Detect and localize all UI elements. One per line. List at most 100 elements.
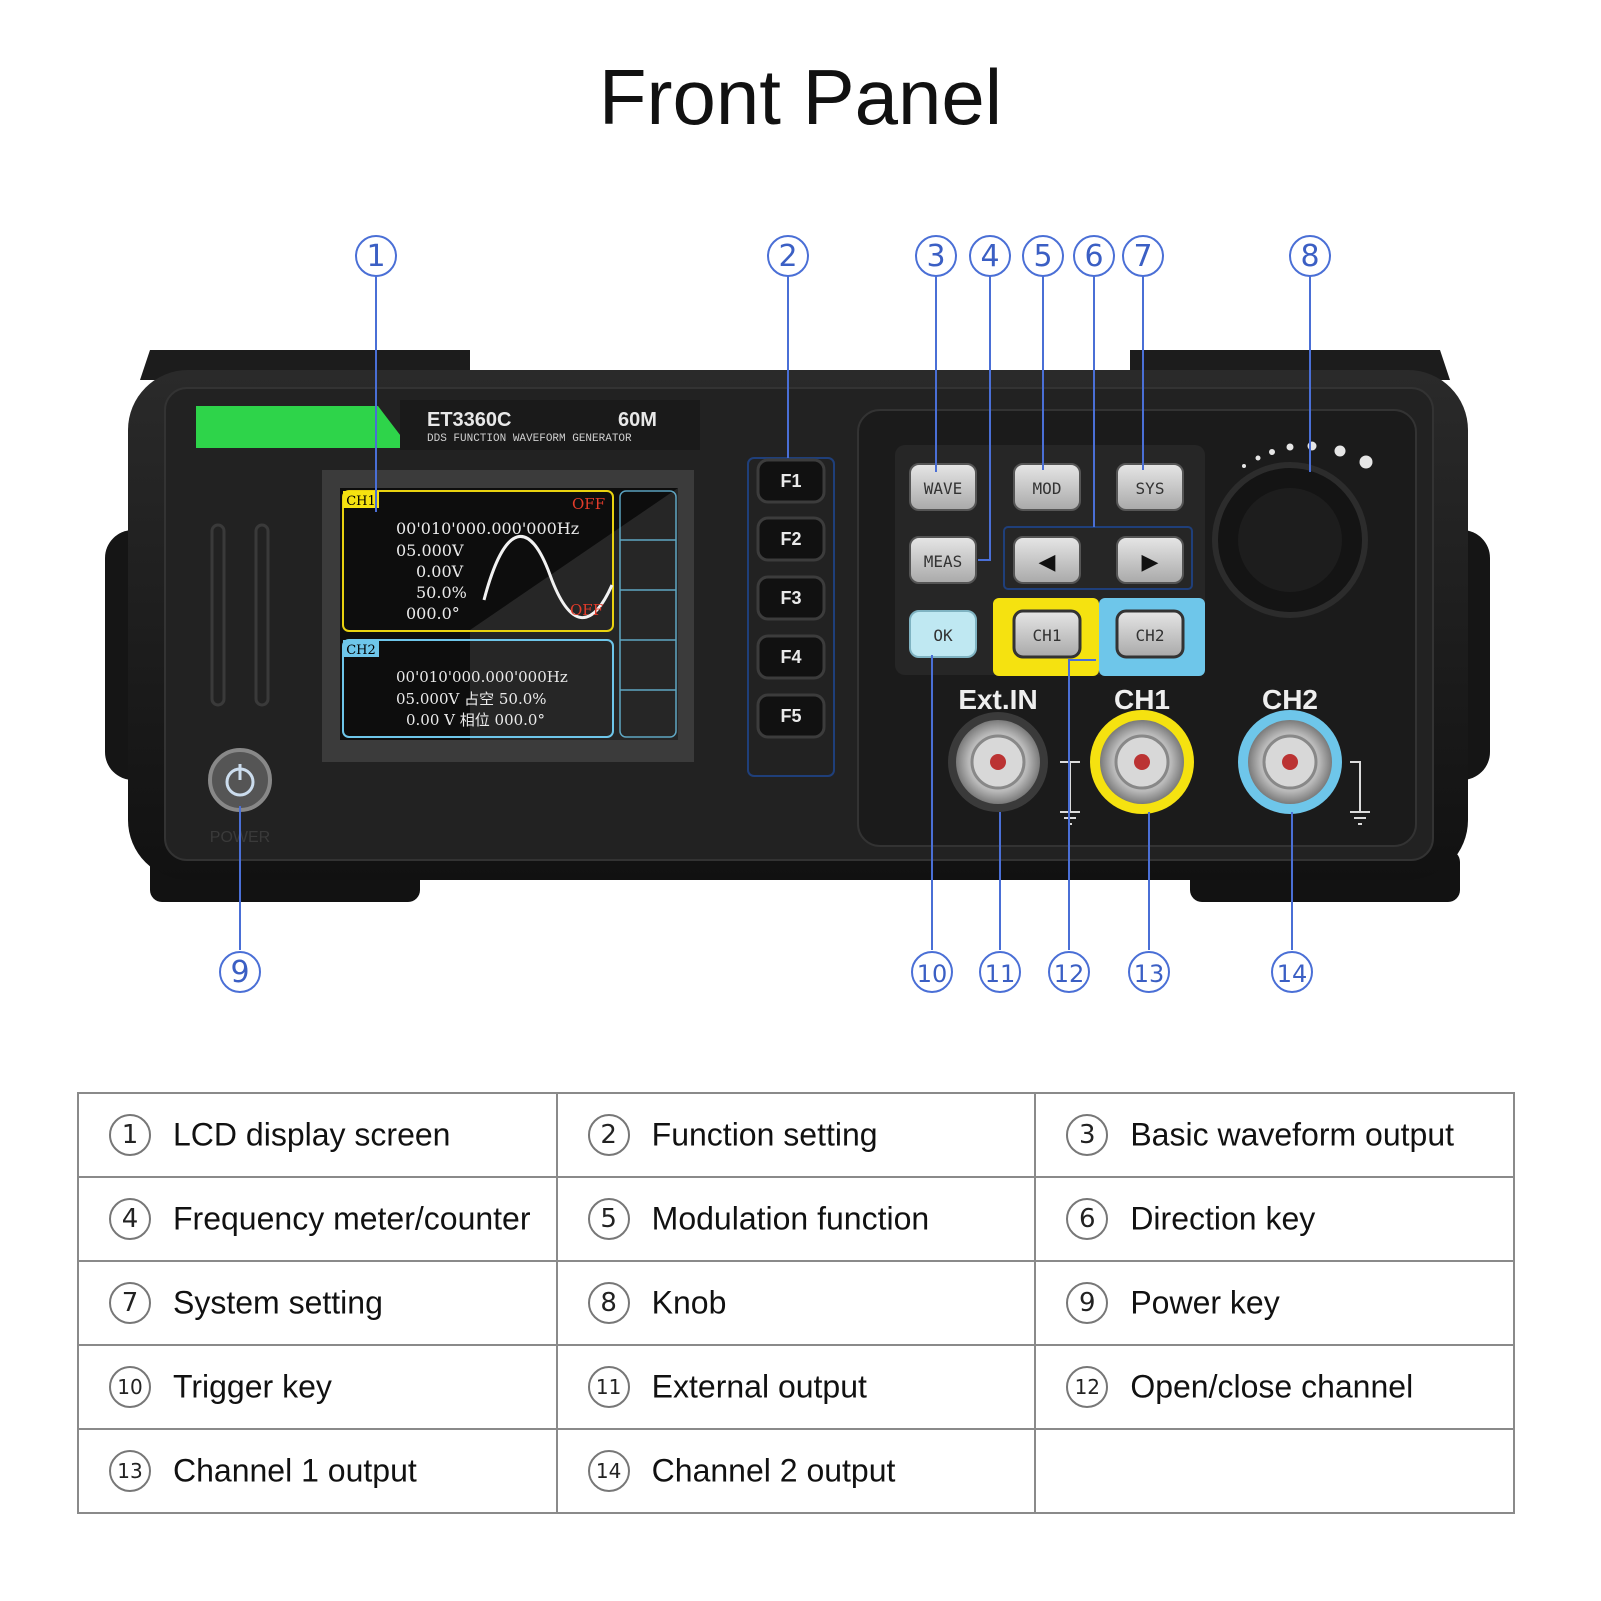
fkey-1[interactable] xyxy=(756,458,826,504)
legend-text: Open/close channel xyxy=(1130,1368,1414,1405)
callout-number: 8 xyxy=(1300,239,1319,274)
ch2-output-label: CH2 xyxy=(1262,684,1318,715)
lcd-ch1-freq: 00'010'000.000'000Hz xyxy=(396,519,579,538)
callout-leaders xyxy=(239,276,1311,950)
callout-number: 11 xyxy=(985,960,1016,988)
legend-cell xyxy=(1034,1428,1515,1514)
sys-key[interactable] xyxy=(1116,463,1184,511)
callout-circle xyxy=(969,235,1011,277)
wave-key[interactable] xyxy=(909,463,977,511)
callout-number: 2 xyxy=(778,239,797,274)
legend-number: 10 xyxy=(109,1366,151,1408)
fkey-label: F3 xyxy=(780,588,801,608)
callout-circle xyxy=(1073,235,1115,277)
fkey-2[interactable] xyxy=(756,516,826,562)
lcd-sine-wave xyxy=(482,534,614,619)
callout-circle xyxy=(911,951,953,993)
ch1-key[interactable] xyxy=(1012,609,1082,659)
fkey-4[interactable] xyxy=(756,634,826,680)
legend-number: 12 xyxy=(1066,1366,1109,1408)
wave-key-label: WAVE xyxy=(924,479,963,498)
lcd-ch1-amp: 05.000V xyxy=(396,541,464,560)
legend-text: Function setting xyxy=(651,1116,878,1153)
fkey-label: F1 xyxy=(780,471,801,491)
ch1-key-label: CH1 xyxy=(1033,626,1062,645)
mod-key[interactable] xyxy=(1013,463,1081,511)
callout-number: 14 xyxy=(1277,960,1308,988)
left-arrow-key[interactable] xyxy=(1013,536,1081,584)
lcd-ch1-tag-bg xyxy=(343,491,379,508)
callout-number: 4 xyxy=(980,239,999,274)
fkey-5[interactable] xyxy=(756,693,826,739)
legend-number: 8 xyxy=(587,1282,630,1324)
legend-number: 9 xyxy=(1066,1282,1109,1324)
legend-number: 5 xyxy=(587,1198,630,1240)
callout-circle xyxy=(1289,235,1331,277)
callout-number: 9 xyxy=(230,955,249,990)
ok-key[interactable] xyxy=(909,610,977,658)
ext-in-connector[interactable] xyxy=(948,712,1048,812)
vent-slot xyxy=(210,523,226,707)
meas-key-label: MEAS xyxy=(924,552,963,571)
fkey-3[interactable] xyxy=(756,575,826,621)
lcd-ch1-state-2: OFF xyxy=(570,601,603,619)
legend-cell: 12 Open/close channel xyxy=(1034,1344,1515,1430)
direction-key-frame xyxy=(1003,526,1193,590)
legend-cell: 6 Direction key xyxy=(1034,1176,1515,1262)
callout-number: 5 xyxy=(1033,239,1052,274)
ch2-output-connector[interactable] xyxy=(1238,710,1342,814)
legend-number: 4 xyxy=(109,1198,151,1240)
right-arrow-icon: ▶ xyxy=(1142,550,1159,575)
lcd-ch2-row1: 05.000V 占空 50.0% xyxy=(396,690,547,708)
legend-text: Channel 2 output xyxy=(651,1452,896,1489)
mod-key-label: MOD xyxy=(1033,479,1062,498)
left-arrow-icon: ◀ xyxy=(1039,550,1056,575)
ch2-key[interactable] xyxy=(1115,609,1185,659)
lcd-ch2-frame xyxy=(342,639,614,738)
fkey-group-frame xyxy=(747,457,835,777)
callout-number: 6 xyxy=(1084,239,1103,274)
legend-number: 2 xyxy=(587,1114,630,1156)
lcd-ch1-phase: 000.0° xyxy=(406,604,460,623)
callout-circle xyxy=(1122,235,1164,277)
lcd-ch1-state: OFF xyxy=(572,495,605,513)
bandwidth-label: 60M xyxy=(618,409,657,431)
right-arrow-key[interactable] xyxy=(1116,536,1184,584)
ch1-output-label: CH1 xyxy=(1114,684,1170,715)
lcd-ch1-frame xyxy=(342,490,614,632)
lcd-ch1-duty: 50.0% xyxy=(416,583,467,602)
page-title: Front Panel xyxy=(598,53,1003,141)
brand-green-strip xyxy=(196,406,410,448)
legend-text: Direction key xyxy=(1130,1200,1316,1237)
ch1-output-connector[interactable] xyxy=(1090,710,1194,814)
meas-key[interactable] xyxy=(909,536,977,584)
ok-key-label: OK xyxy=(933,626,953,645)
callout-circle xyxy=(767,235,809,277)
legend-text: Trigger key xyxy=(173,1368,332,1405)
callout-circle xyxy=(915,235,957,277)
callout-number: 7 xyxy=(1133,239,1152,274)
legend-number: 6 xyxy=(1066,1198,1109,1240)
lcd-ch1-tag: CH1 xyxy=(346,494,376,509)
legend-text: External output xyxy=(651,1368,867,1405)
lcd-ch2-freq: 00'010'000.000'000Hz xyxy=(396,668,568,686)
lcd-ch2-row2: 0.00 V 相位 000.0° xyxy=(406,711,545,729)
legend-text: Channel 1 output xyxy=(173,1452,417,1489)
callout-circle xyxy=(1271,951,1313,993)
legend-number: 1 xyxy=(109,1114,151,1156)
legend-cell: 2 Function setting xyxy=(555,1092,1037,1178)
